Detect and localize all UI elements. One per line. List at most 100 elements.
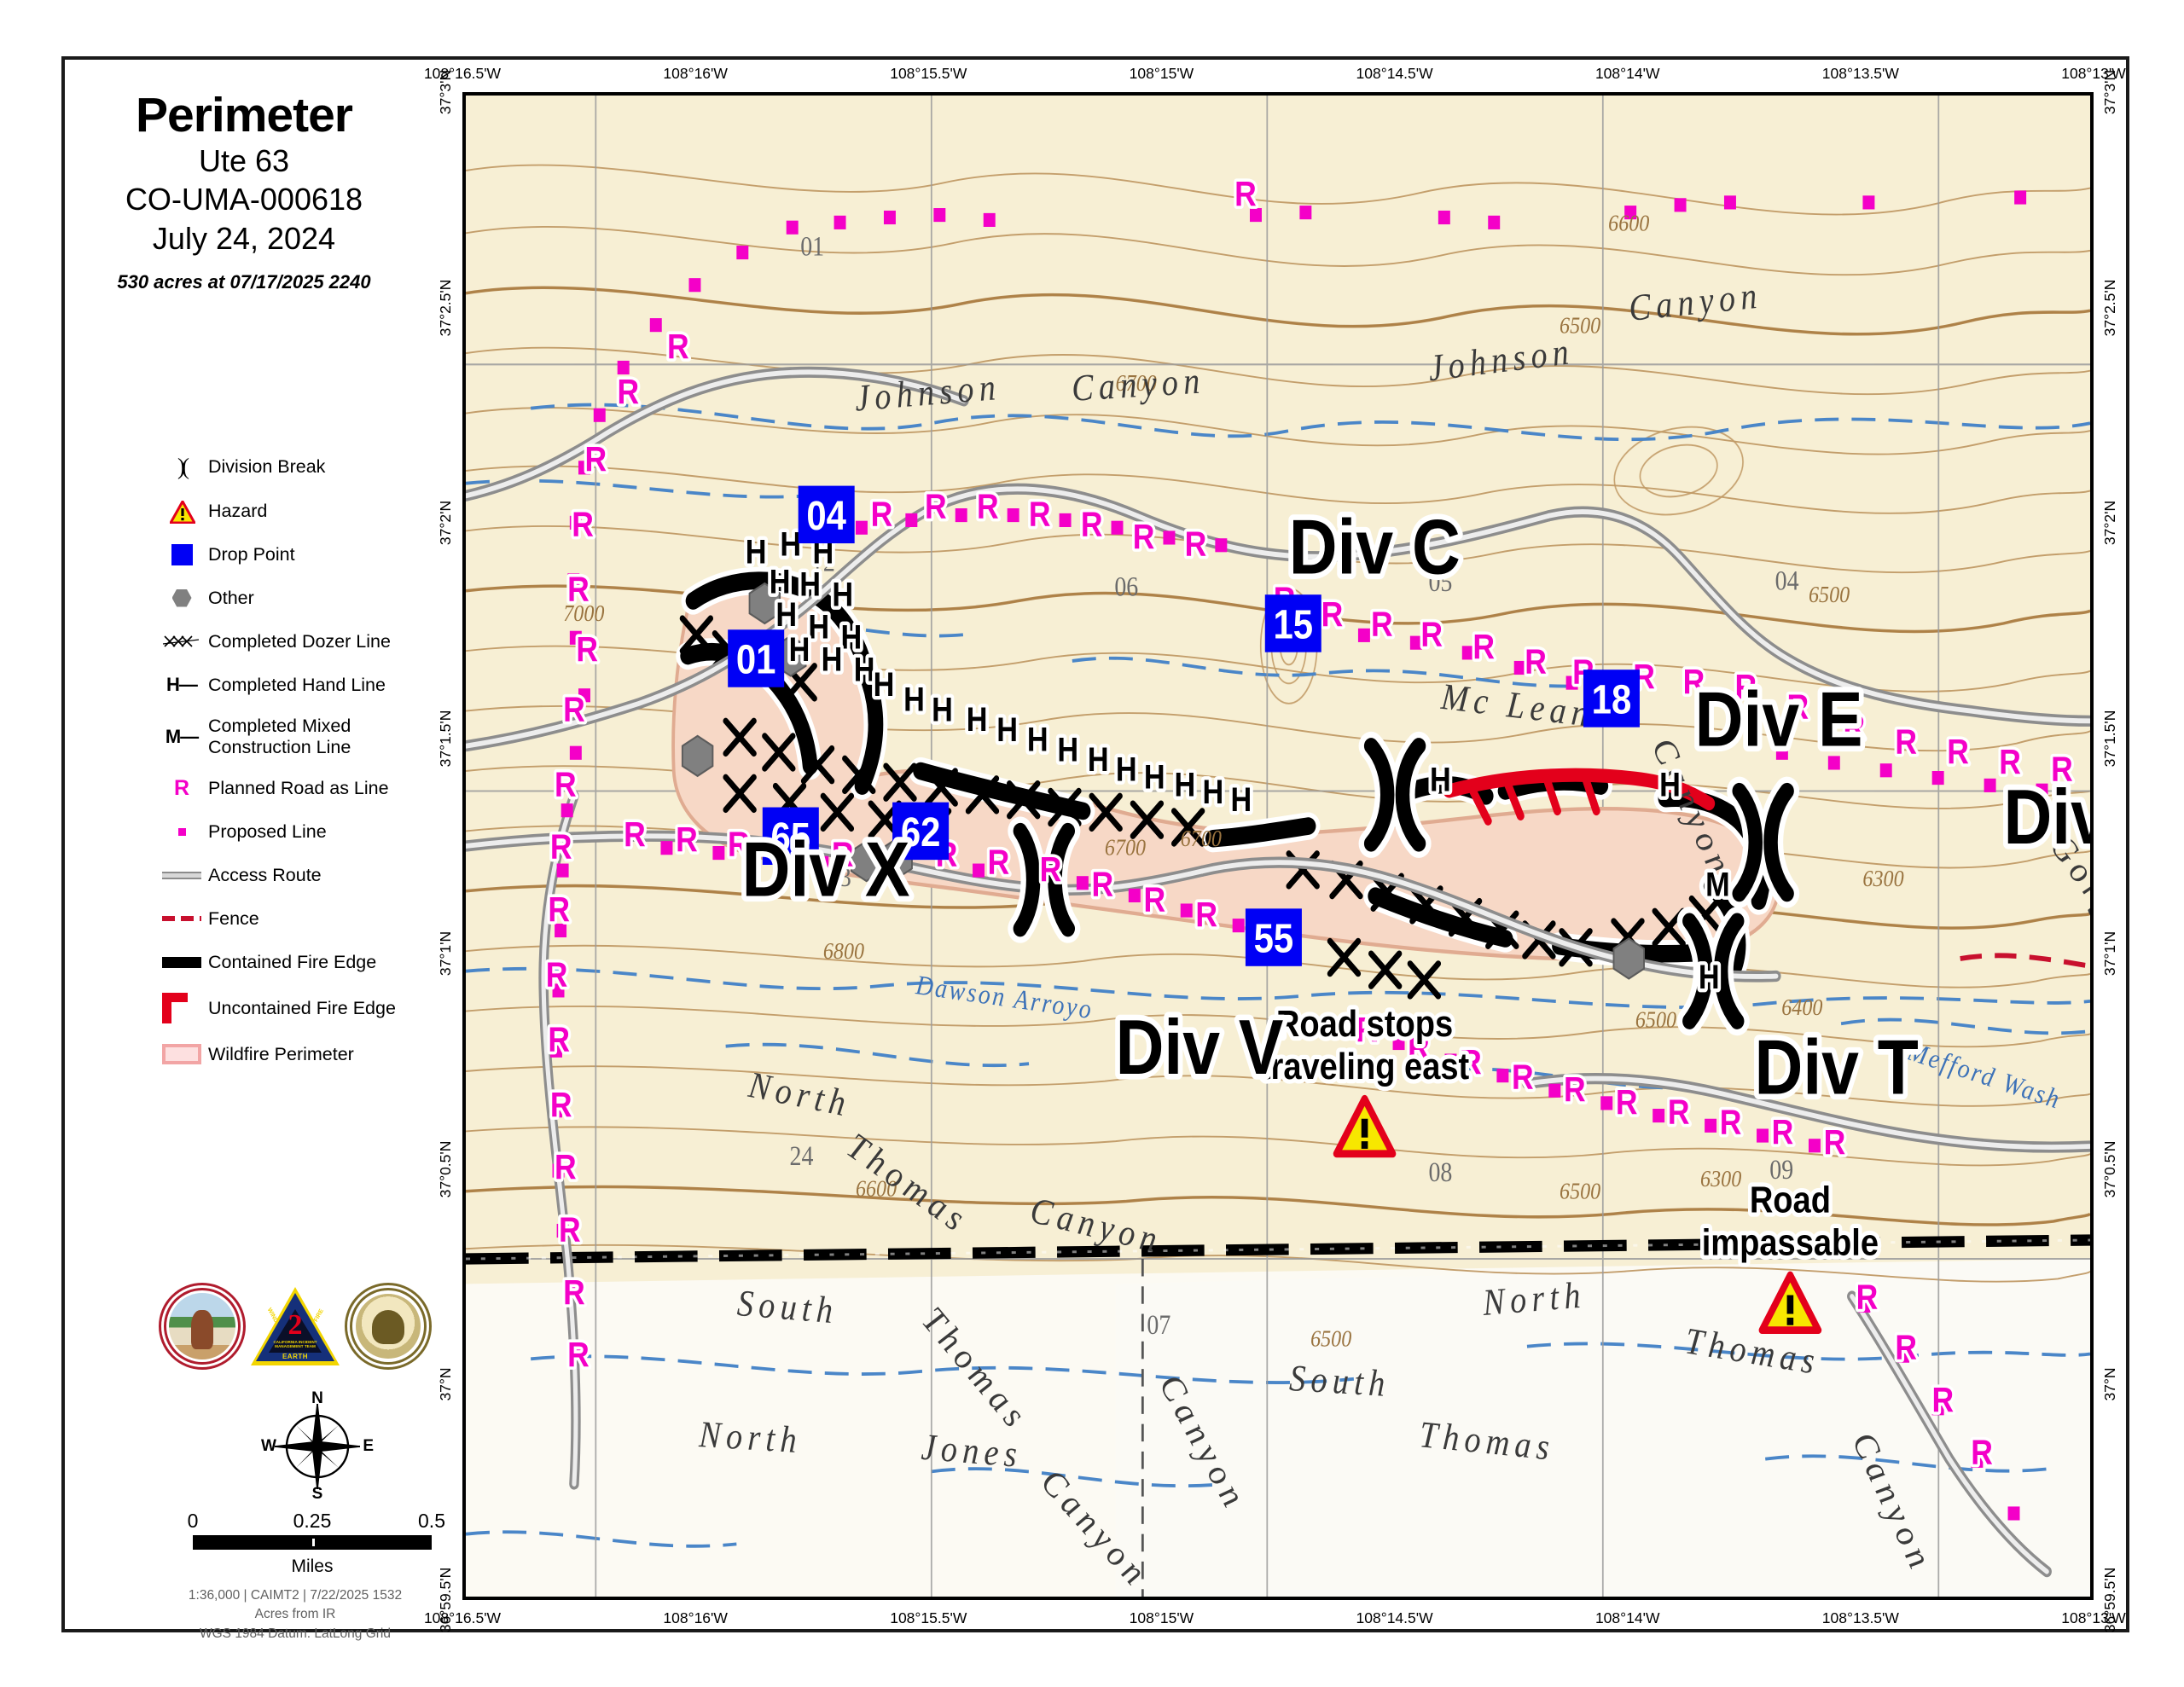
planned-road-r-marker: R <box>572 505 594 544</box>
completed-mixed-line-icon: M— <box>165 725 199 747</box>
planned-road-r-marker: R <box>1999 743 2021 782</box>
legend-label: Completed Hand Line <box>208 674 386 695</box>
completed-hand-line-h-marker: H <box>1144 757 1165 796</box>
planned-road-r-marker: R <box>1460 1043 1482 1082</box>
planned-road-r-marker: R <box>1195 896 1217 935</box>
longitude-label: 108°15.5'W <box>890 1609 967 1626</box>
latitude-label: 37°1'N <box>2101 931 2118 977</box>
completed-hand-line-h-marker: H <box>808 607 829 646</box>
wildfire-perimeter-icon <box>155 1044 208 1064</box>
drop-point-marker[interactable]: 62 <box>892 802 950 861</box>
contour-elevation-label: 6700 <box>1181 825 1222 851</box>
contained-fire-edge-icon <box>155 956 208 968</box>
planned-road-r-marker: R <box>555 1148 577 1187</box>
section-number-label: 06 <box>1114 571 1138 602</box>
division-label: Div G <box>2003 774 2090 861</box>
planned-road-r-marker: R <box>576 630 598 670</box>
section-number-label: 24 <box>790 1140 814 1171</box>
compass-north-label: N <box>311 1389 323 1407</box>
longitude-label: 108°13'W <box>2061 1609 2126 1626</box>
completed-hand-line-h-marker: H <box>780 525 801 563</box>
drop-point-marker[interactable]: 55 <box>1245 908 1302 966</box>
legend-label: Access Route <box>208 864 322 885</box>
planned-road-r-marker: R <box>584 440 607 479</box>
bureau-of-land-management-seal-icon <box>345 1283 432 1370</box>
drop-point-id-label: 65 <box>771 814 811 861</box>
legend-item-completed-hand-line: H— Completed Hand Line <box>155 672 437 698</box>
place-name-label: South <box>1288 1356 1391 1404</box>
map-date: July 24, 2024 <box>152 220 336 256</box>
planned-road-r-marker: R <box>1895 1328 1917 1367</box>
planned-road-r-marker: R <box>2051 750 2073 789</box>
proposed-line-icon <box>155 827 208 836</box>
place-name-label: North <box>1481 1273 1587 1324</box>
planned-road-r-marker: R <box>676 820 698 860</box>
latitude-label: 37°0.5'N <box>2101 1140 2118 1198</box>
planned-road-r-marker: R <box>1512 1058 1534 1097</box>
latitude-label: 37°1.5'N <box>437 710 454 768</box>
legend-label: Uncontained Fire Edge <box>208 997 396 1018</box>
planned-road-r-marker: R <box>1092 865 1114 904</box>
drop-point-markers: 04 01 15 18 65 62 55 <box>728 485 1640 966</box>
info-panel: Perimeter Ute 63 CO-UMA-000618 July 24, … <box>65 60 445 1641</box>
completed-hand-line-h-marker: H <box>967 700 988 739</box>
planned-road-r-marker: R <box>555 765 577 804</box>
contour-elevation-label: 6800 <box>823 937 864 964</box>
drop-point-marker[interactable]: 15 <box>1264 594 1321 652</box>
drop-point-id-label: 15 <box>1273 601 1313 648</box>
latitude-label: 37°1'N <box>437 931 454 977</box>
contour-elevation-label: 6700 <box>1105 834 1146 861</box>
drop-point-marker[interactable]: 01 <box>728 629 785 687</box>
completed-hand-line-h-marker: H <box>1057 730 1078 768</box>
planned-road-r-marker: R <box>1683 663 1705 702</box>
planned-road-r-marker: R <box>1040 850 1062 890</box>
drop-point-id-label: 04 <box>806 492 846 539</box>
section-number-label: 12 <box>811 546 835 577</box>
planned-road-r-marker: R <box>1824 1122 1846 1162</box>
latitude-label: 37°2'N <box>437 501 454 546</box>
compass-west-label: W <box>261 1437 276 1455</box>
planned-road-r-marker: R <box>832 835 854 874</box>
planned-road-r-marker: R <box>563 690 585 729</box>
planned-road-r-marker: R <box>1786 687 1809 727</box>
planned-road-r-marker: R <box>1185 525 1207 564</box>
completed-hand-line-h-marker: H <box>770 562 791 600</box>
longitude-label: 108°13.5'W <box>1821 65 1899 82</box>
map-credits: 1:36,000 | CAIMT2 | 7/22/2025 1532 Acres… <box>150 1586 440 1644</box>
planned-road-r-marker: R <box>548 1020 570 1059</box>
completed-hand-line-h-marker: H <box>1116 750 1137 788</box>
completed-hand-line-h-marker: H <box>1430 760 1451 798</box>
planned-road-r-marker: R <box>624 815 646 855</box>
drop-point-marker[interactable]: 04 <box>798 485 855 544</box>
section-number-label: 05 <box>1428 566 1452 597</box>
scale-units-label: Miles <box>291 1557 334 1576</box>
longitude-label: 108°15.5'W <box>890 65 967 82</box>
completed-hand-line-h-marker: H <box>746 532 767 571</box>
compass-south-label: S <box>311 1485 323 1503</box>
planned-road-r-marker: R <box>988 843 1010 882</box>
drop-point-marker[interactable]: 65 <box>762 807 819 865</box>
hazard-label-line-1: Road <box>1750 1179 1831 1220</box>
planned-road-r-marker: R <box>559 1210 581 1249</box>
planned-road-r-marker: R <box>1356 1010 1378 1049</box>
planned-road-r-marker: R <box>1720 1103 1742 1142</box>
division-break-icon: )( <box>177 454 189 479</box>
hazard-icon <box>155 500 208 524</box>
division-label: Div C <box>1289 504 1461 591</box>
completed-dozer-line-icon <box>155 631 208 652</box>
planned-road-r-marker: R <box>1321 595 1344 635</box>
division-label: Div V <box>1116 1005 1284 1092</box>
planned-road-r-marker: R <box>1843 708 1865 747</box>
division-label: Div E <box>1695 676 1863 763</box>
map-canvas[interactable]: 6600650067007000680065006700670063006800… <box>462 92 2094 1600</box>
drop-point-square <box>762 807 819 865</box>
planned-road-r-marker: R <box>1143 880 1165 919</box>
page-title: Perimeter <box>136 88 353 142</box>
drop-point-marker[interactable]: 18 <box>1583 670 1640 728</box>
